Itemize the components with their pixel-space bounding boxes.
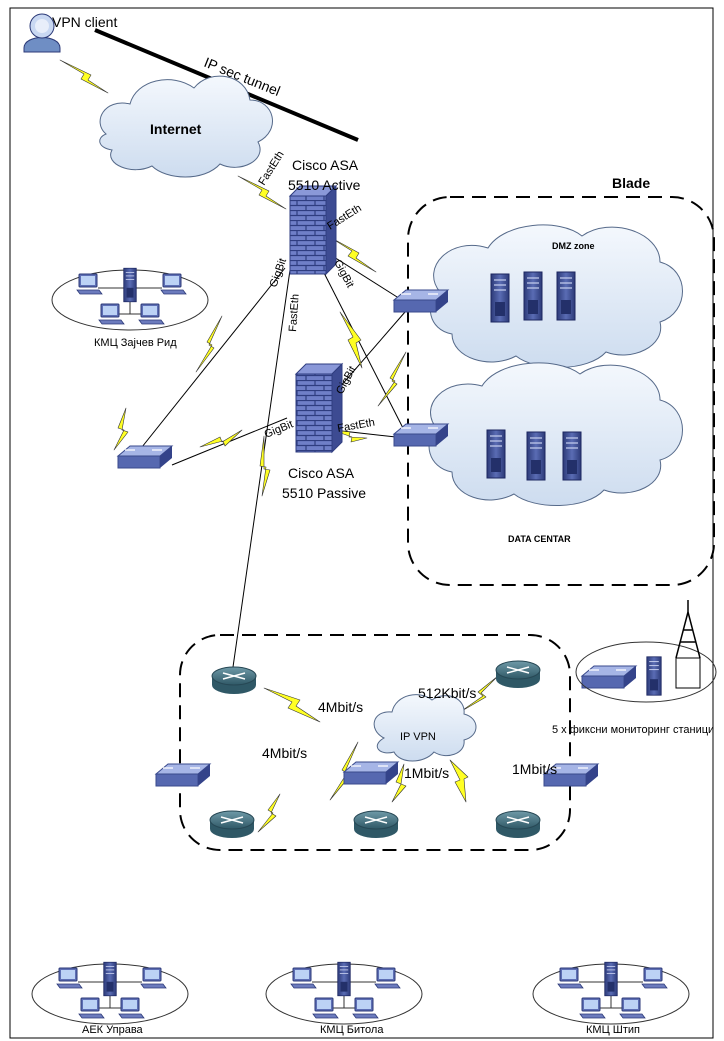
monitoring-station-box	[675, 657, 701, 689]
vpn-client-label: VPN client	[52, 14, 117, 30]
data-center-cloud	[428, 362, 683, 507]
wan-speed-top-right: 512Kbit/s	[418, 685, 476, 701]
lan-shtip-group	[533, 962, 689, 1024]
asa-passive-firewall	[294, 362, 344, 454]
wan-speed-top-left: 4Mbit/s	[318, 699, 363, 715]
lan-aek-group	[32, 962, 188, 1024]
wan-speed-bottom-center: 1Mbit/s	[404, 765, 449, 781]
lightning-left-passive	[199, 429, 243, 448]
lightning-wan-lower-left	[257, 793, 281, 833]
wan-router-top-right	[495, 660, 541, 689]
link-label-gigbit-dc: GigBit	[331, 258, 356, 290]
dc-server-2	[526, 431, 546, 481]
lan-shtip-label: КМЦ Штип	[586, 1024, 640, 1036]
antenna-tower-icon	[675, 600, 701, 659]
asa-active-label-line1: Cisco ASA	[292, 157, 359, 173]
wan-router-top-left	[211, 666, 257, 695]
lan-zajchev-group	[52, 268, 208, 330]
lan-zajchev-label: КМЦ Зајчев Рид	[94, 337, 177, 349]
link-label-gigbit-left: GigBit	[268, 257, 290, 289]
wan-router-bottom-right	[495, 810, 541, 839]
wan-router-bottom-left	[209, 810, 255, 839]
lightning-wan-topleft	[263, 687, 321, 723]
link-asa-active-to-wan-router	[231, 269, 291, 675]
lightning-wan-bottomcenter	[391, 763, 407, 803]
data-center-label: DATA CENTAR	[508, 534, 571, 544]
link-asa-active-to-dc-switch	[319, 264, 406, 433]
connections	[129, 251, 406, 675]
ip-vpn-label: IP VPN	[400, 731, 436, 743]
aek-switch	[155, 763, 211, 787]
monitoring-group-outline	[575, 641, 717, 703]
lightning-asa-wan	[259, 435, 271, 497]
dc-server-3	[562, 431, 582, 481]
asa-active-label-line2: 5510 Active	[288, 177, 361, 193]
diagram-frame	[9, 7, 714, 1039]
link-label-fasteth-internet: FastEth	[256, 149, 286, 188]
dmz-cloud	[430, 224, 683, 369]
dmz-zone-label: DMZ zone	[552, 241, 595, 251]
dc-switch	[393, 423, 449, 447]
wan-speed-bottom-left: 4Mbit/s	[262, 745, 307, 761]
ip-vpn-cloud	[373, 694, 477, 762]
wan-speed-bottom-right: 1Mbit/s	[512, 761, 557, 777]
asa-passive-label-line1: Cisco ASA	[288, 465, 355, 481]
core-left-switch	[117, 445, 173, 469]
monitoring-label: 5 х фиксни мониторинг станици	[552, 724, 714, 736]
vpn-client-user-icon	[23, 13, 61, 53]
dmz-server-1	[490, 273, 510, 323]
lightning-wan-bottomright	[449, 759, 469, 803]
lightning-asa-left	[195, 315, 223, 373]
lightning-asa-dmz	[327, 235, 377, 273]
lightning-vpn-internet	[59, 59, 109, 94]
lan-bitola-label: КМЦ Битола	[320, 1024, 384, 1036]
dmz-switch	[393, 289, 449, 313]
lan-aek-label: АЕК Управа	[82, 1024, 144, 1036]
link-asa-active-to-dmz-switch	[325, 251, 406, 303]
link-asa-passive-to-dmz-switch	[332, 311, 406, 396]
dc-server-1	[486, 429, 506, 479]
blade-group-outline	[407, 196, 715, 586]
asa-passive-label-line2: 5510 Passive	[282, 485, 366, 501]
dmz-server-3	[556, 271, 576, 321]
lightning-zajchev-switch	[113, 407, 129, 451]
lightning-asa-dc	[339, 311, 363, 369]
link-asa-active-to-left-switch	[129, 267, 286, 463]
internet-cloud	[99, 75, 273, 178]
link-label-fasteth-down: FastEth	[287, 294, 302, 333]
lightning-internet-asa	[237, 175, 287, 210]
monitoring-switch	[581, 665, 637, 689]
dmz-server-2	[523, 271, 543, 321]
asa-active-firewall	[288, 184, 338, 276]
bitola-switch	[343, 761, 399, 785]
internet-label: Internet	[150, 121, 202, 137]
lan-bitola-group	[266, 962, 422, 1024]
lightning-passive-dmz	[377, 351, 407, 407]
monitoring-server	[646, 656, 662, 696]
blade-label: Blade	[612, 175, 650, 191]
wan-router-bottom-center	[353, 810, 399, 839]
wan-group-outline	[179, 634, 571, 851]
